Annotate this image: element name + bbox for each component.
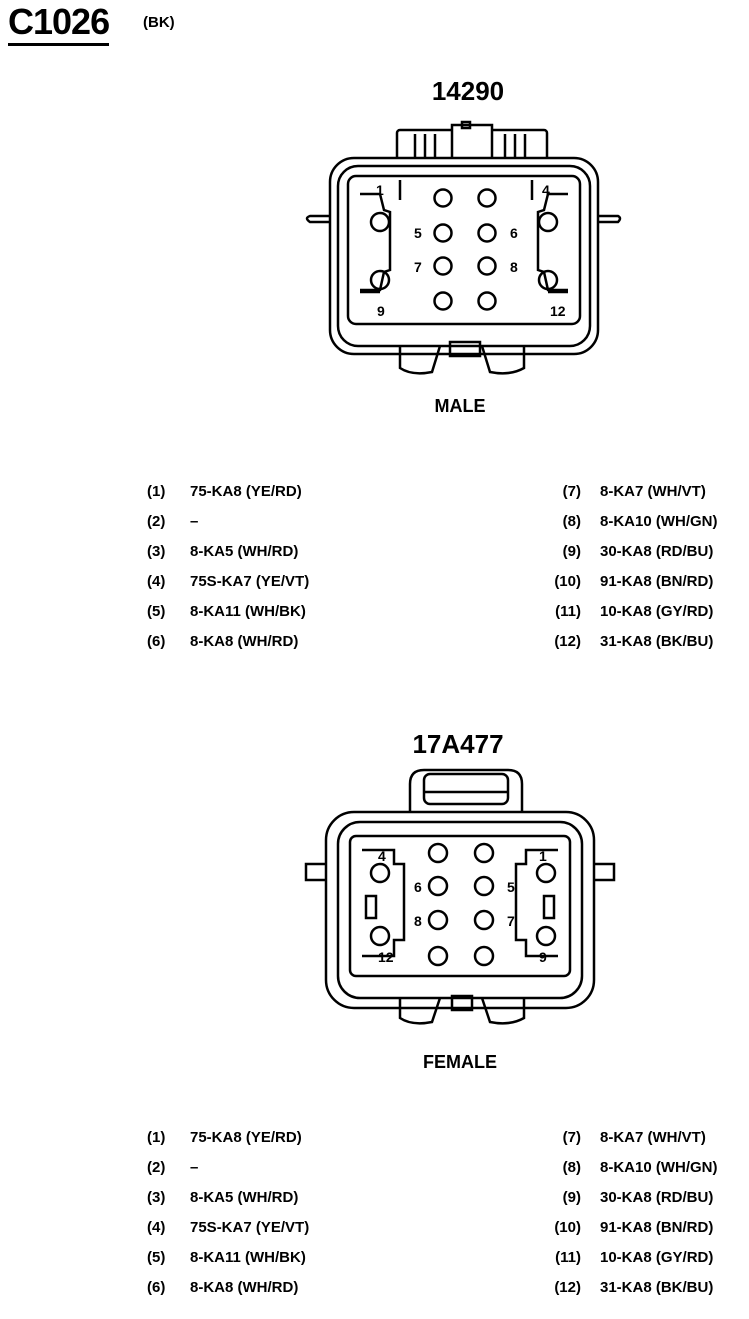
male-pin-wire: 31-KA8 (BK/BU) xyxy=(600,633,714,650)
female-pin-row-10: (10) 91-KA8 (BN/RD) xyxy=(0,1219,749,1241)
female-pin-wire: 91-KA8 (BN/RD) xyxy=(600,1219,714,1236)
male-pin-wire: – xyxy=(190,513,199,530)
female-pin-wire: 8-KA11 (WH/BK) xyxy=(190,1249,306,1266)
female-pin-number: (12) xyxy=(554,1279,581,1296)
female-pin-row-7: (7) 8-KA7 (WH/VT) xyxy=(0,1129,749,1151)
male-pin-wire: 8-KA5 (WH/RD) xyxy=(190,543,299,560)
male-pin-row-12: (12) 31-KA8 (BK/BU) xyxy=(0,633,749,655)
female-cavity-label-8: 8 xyxy=(414,913,422,929)
female-cavity-label-4: 4 xyxy=(378,848,386,864)
male-pin-wire: 30-KA8 (RD/BU) xyxy=(600,543,714,560)
male-connector-drawing: 1 4 5 6 7 8 9 12 xyxy=(305,120,622,375)
male-cavity-label-12: 12 xyxy=(550,303,566,319)
male-cavity-label-9: 9 xyxy=(377,303,385,319)
female-label: FEMALE xyxy=(423,1052,497,1072)
male-pin-number: (12) xyxy=(554,633,581,650)
female-pin-number: (3) xyxy=(147,1189,166,1206)
male-pin-number: (11) xyxy=(555,603,581,620)
male-part-number: 14290 xyxy=(431,76,505,106)
male-pin-row-11: (11) 10-KA8 (GY/RD) xyxy=(0,603,749,625)
male-cavity-label-1: 1 xyxy=(376,182,384,198)
male-pin-row-8: (8) 8-KA10 (WH/GN) xyxy=(0,513,749,535)
female-part-number: 17A477 xyxy=(412,729,504,759)
female-pin-row-9: (9) 30-KA8 (RD/BU) xyxy=(0,1189,749,1211)
female-pin-wire: 8-KA8 (WH/RD) xyxy=(190,1279,299,1296)
male-pin-wire: 8-KA8 (WH/RD) xyxy=(190,633,299,650)
female-cavity-label-12: 12 xyxy=(378,949,394,965)
male-cavity-label-8: 8 xyxy=(510,259,518,275)
female-connector-drawing: 4 1 6 5 8 7 12 9 xyxy=(304,768,616,1025)
male-pin-number: (8) xyxy=(562,513,581,530)
male-pin-number: (6) xyxy=(147,633,166,650)
female-pin-wire: – xyxy=(190,1159,199,1176)
male-pin-wire: 75S-KA7 (YE/VT) xyxy=(190,573,310,590)
connector-color-tag: (BK) xyxy=(143,14,175,31)
female-pin-number: (6) xyxy=(147,1279,166,1296)
female-pin-wire: 31-KA8 (BK/BU) xyxy=(600,1279,714,1296)
male-label: MALE xyxy=(434,396,486,416)
female-pin-number: (8) xyxy=(562,1159,581,1176)
male-pin-number: (3) xyxy=(147,543,166,560)
male-pin-number: (2) xyxy=(147,513,166,530)
female-pin-wire: 8-KA10 (WH/GN) xyxy=(600,1159,718,1176)
male-pin-number: (9) xyxy=(562,543,581,560)
female-pin-wire: 8-KA7 (WH/VT) xyxy=(600,1129,706,1146)
male-pin-number: (4) xyxy=(147,573,166,590)
female-pin-number: (11) xyxy=(555,1249,581,1266)
female-pin-wire: 10-KA8 (GY/RD) xyxy=(600,1249,714,1266)
female-pin-number: (9) xyxy=(562,1189,581,1206)
female-cavity-label-5: 5 xyxy=(507,879,515,895)
female-pin-row-8: (8) 8-KA10 (WH/GN) xyxy=(0,1159,749,1181)
female-pin-wire: 75S-KA7 (YE/VT) xyxy=(190,1219,310,1236)
connector-id-title: C1026 xyxy=(8,2,110,46)
male-pin-number: (1) xyxy=(147,483,166,500)
male-pin-wire: 75-KA8 (YE/RD) xyxy=(190,483,302,500)
male-pin-row-7: (7) 8-KA7 (WH/VT) xyxy=(0,483,749,505)
male-pin-wire: 91-KA8 (BN/RD) xyxy=(600,573,714,590)
female-pin-number: (5) xyxy=(147,1249,166,1266)
male-pin-wire: 8-KA10 (WH/GN) xyxy=(600,513,718,530)
male-pin-row-9: (9) 30-KA8 (RD/BU) xyxy=(0,543,749,565)
female-cavity-label-6: 6 xyxy=(414,879,422,895)
female-pin-number: (2) xyxy=(147,1159,166,1176)
male-pin-table: (1)75-KA8 (YE/RD) (2)– (3)8-KA5 (WH/RD) … xyxy=(0,483,749,673)
male-pin-wire: 8-KA7 (WH/VT) xyxy=(600,483,706,500)
male-pin-number: (10) xyxy=(554,573,581,590)
female-pin-row-11: (11) 10-KA8 (GY/RD) xyxy=(0,1249,749,1271)
female-pin-number: (10) xyxy=(554,1219,581,1236)
female-pin-table: (1)75-KA8 (YE/RD) (2)– (3)8-KA5 (WH/RD) … xyxy=(0,1129,749,1319)
male-cavity-label-7: 7 xyxy=(414,259,422,275)
male-pin-row-10: (10) 91-KA8 (BN/RD) xyxy=(0,573,749,595)
female-cavity-label-7: 7 xyxy=(507,913,515,929)
male-cavity-label-4: 4 xyxy=(542,182,550,198)
female-pin-row-12: (12) 31-KA8 (BK/BU) xyxy=(0,1279,749,1301)
female-cavity-label-1: 1 xyxy=(539,848,547,864)
male-cavity-label-6: 6 xyxy=(510,225,518,241)
female-pin-number: (7) xyxy=(562,1129,581,1146)
female-pin-wire: 30-KA8 (RD/BU) xyxy=(600,1189,714,1206)
female-cavity-label-9: 9 xyxy=(539,949,547,965)
female-pin-wire: 8-KA5 (WH/RD) xyxy=(190,1189,299,1206)
female-pin-number: (4) xyxy=(147,1219,166,1236)
male-pin-number: (7) xyxy=(562,483,581,500)
male-pin-number: (5) xyxy=(147,603,166,620)
male-pin-wire: 10-KA8 (GY/RD) xyxy=(600,603,714,620)
male-pin-wire: 8-KA11 (WH/BK) xyxy=(190,603,306,620)
female-pin-wire: 75-KA8 (YE/RD) xyxy=(190,1129,302,1146)
female-pin-number: (1) xyxy=(147,1129,166,1146)
male-cavity-label-5: 5 xyxy=(414,225,422,241)
